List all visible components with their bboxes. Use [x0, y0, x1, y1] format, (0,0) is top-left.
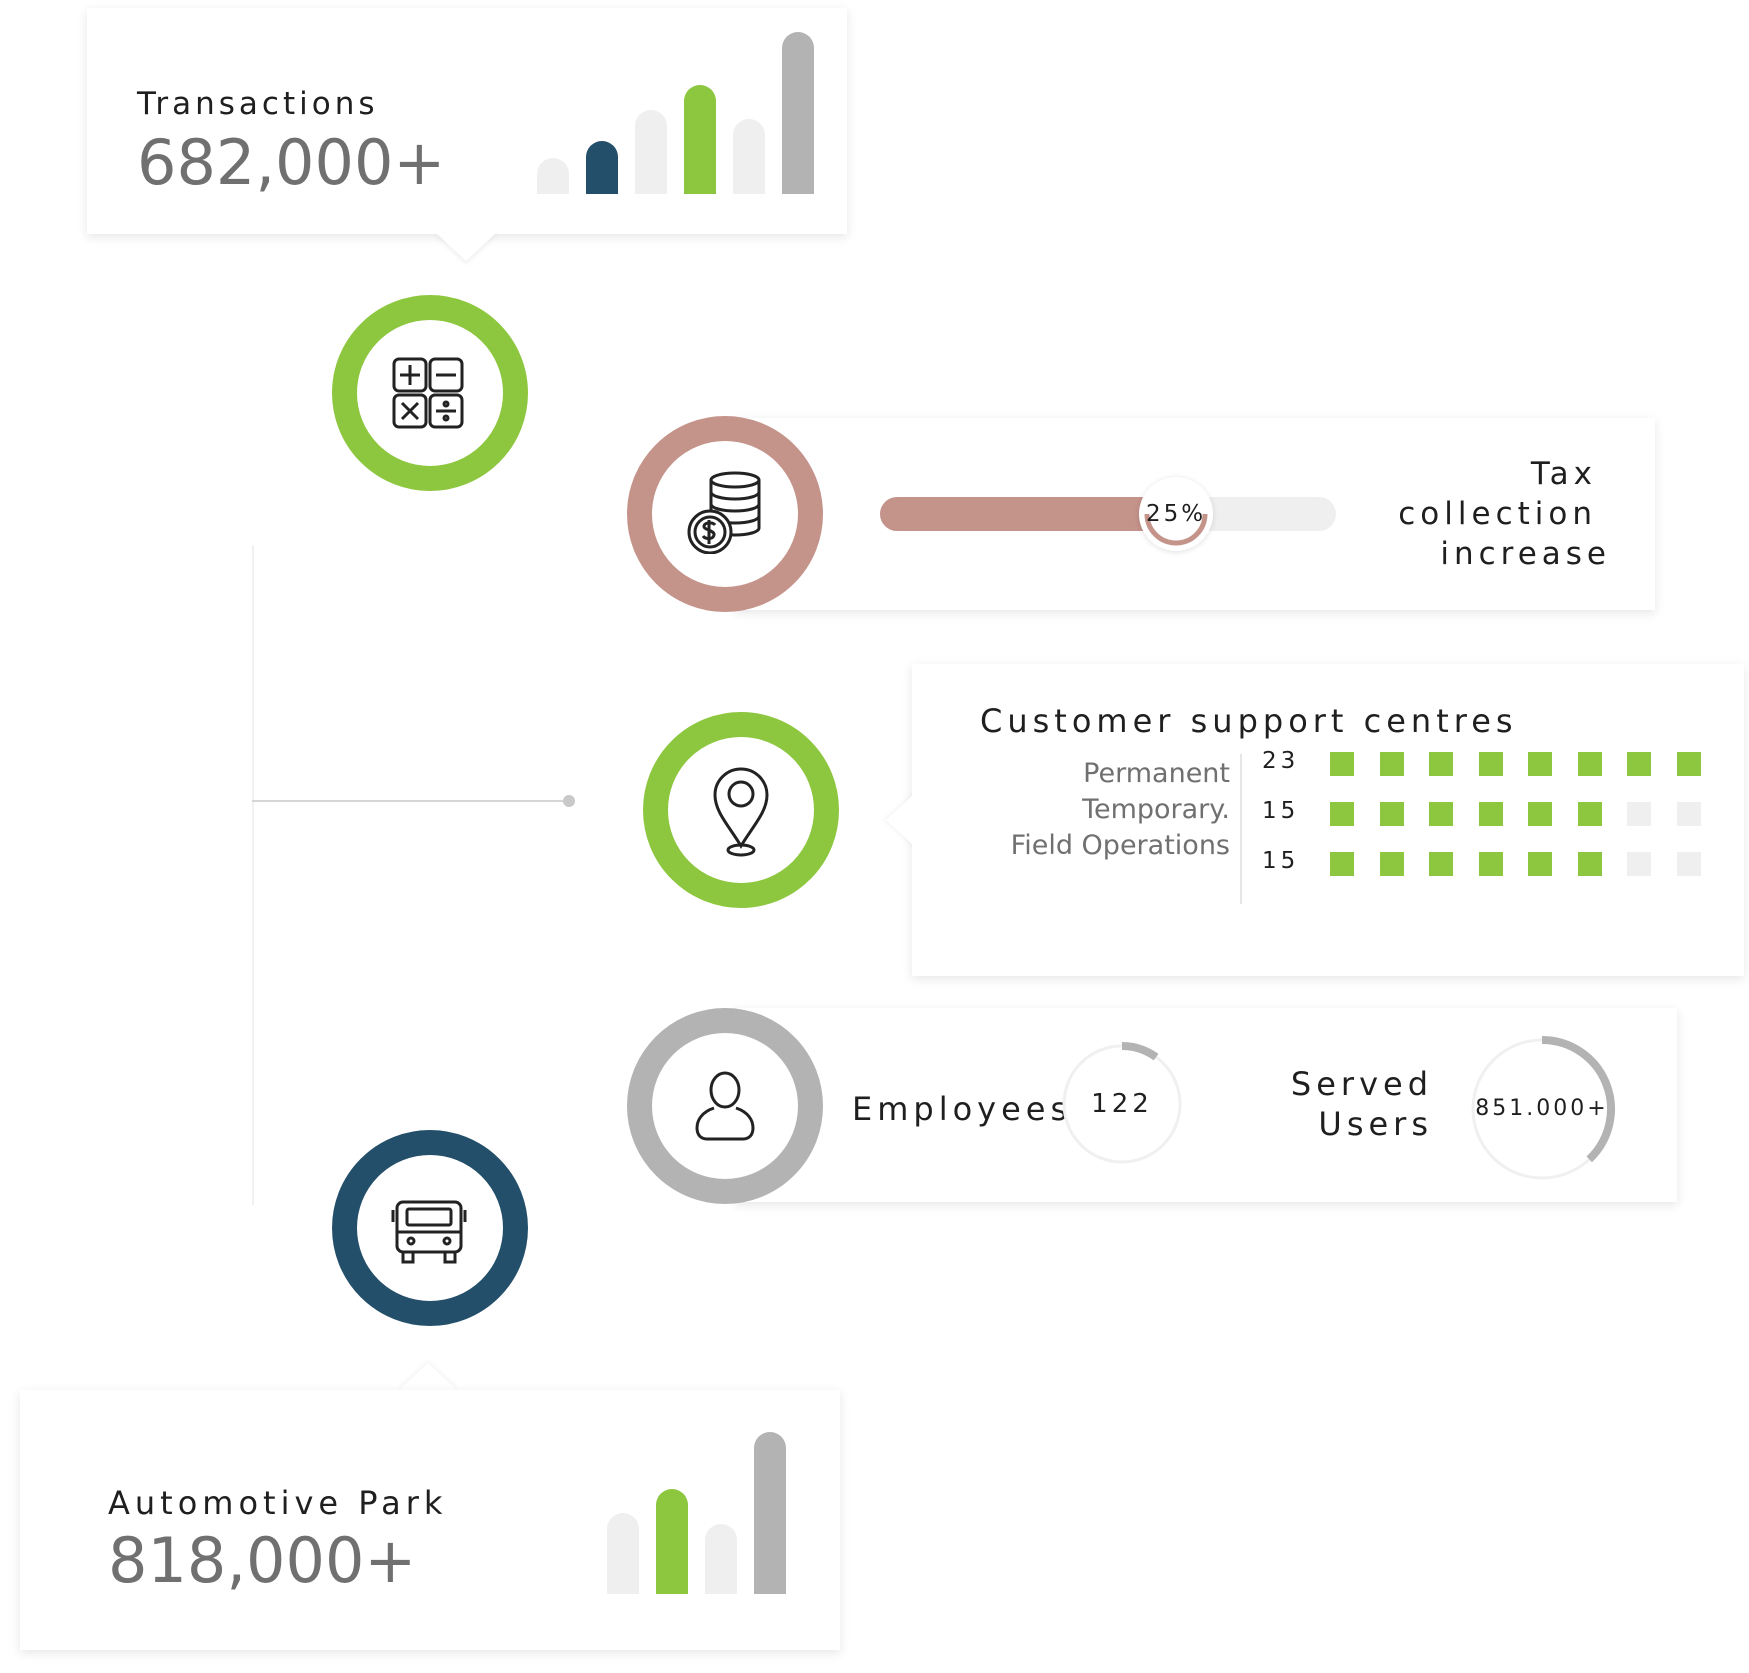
served-users-label-line-1: Served	[1290, 1065, 1433, 1103]
support-card-pointer	[886, 794, 914, 846]
employees-label: Employees	[852, 1090, 1073, 1128]
support-square	[1379, 802, 1404, 826]
support-square	[1528, 752, 1552, 776]
transactions-bar-chart	[537, 32, 817, 194]
support-square	[1478, 802, 1503, 826]
support-square	[1676, 852, 1701, 876]
coins-dollar-icon	[683, 470, 767, 554]
served-users-value: 851.000+	[1475, 1096, 1609, 1121]
support-square	[1478, 852, 1503, 876]
support-title: Customer support centres	[980, 702, 1518, 740]
transactions-label: Transactions	[137, 86, 379, 122]
employees-gauge-ring	[1062, 1042, 1182, 1164]
support-count-3: 15	[1262, 848, 1300, 874]
automotive-label: Automotive Park	[108, 1484, 448, 1522]
support-square	[1379, 852, 1404, 876]
employees-card: Employees 122 Served Users 851.000+	[735, 1008, 1677, 1202]
served-users-label-line-2: Users	[1318, 1105, 1433, 1143]
automotive-bar-4	[754, 1432, 786, 1594]
support-square	[1429, 802, 1453, 826]
support-label-field-operations: Field Operations	[1010, 830, 1230, 861]
support-label-permanent: Permanent	[1083, 758, 1230, 789]
support-square	[1676, 752, 1701, 776]
bus-icon	[391, 1196, 467, 1266]
tax-label-line-2: collection	[1398, 496, 1597, 532]
user-icon	[694, 1070, 756, 1142]
tax-percent-text: 25%	[1145, 501, 1207, 527]
transactions-bar-1	[537, 158, 569, 194]
support-square	[1429, 852, 1453, 876]
tax-label-line-3: increase	[1440, 536, 1611, 572]
transactions-bar-6	[782, 32, 814, 194]
support-divider	[1240, 754, 1242, 904]
employees-value: 122	[1091, 1089, 1153, 1119]
automotive-card-pointer	[398, 1363, 458, 1391]
support-labels: Permanent Temporary. Field Operations	[1011, 756, 1230, 864]
transactions-bar-3	[635, 110, 667, 194]
served-users-label: Served Users	[1271, 1064, 1433, 1144]
support-square	[1627, 802, 1651, 826]
served-users-gauge: 851.000+	[1467, 1034, 1617, 1184]
support-square	[1627, 752, 1651, 776]
calculator-icon	[390, 355, 466, 431]
tax-percent-arc	[1144, 513, 1208, 546]
connector-vertical-line	[252, 545, 254, 1205]
support-count-1: 23	[1262, 748, 1300, 774]
support-counts: 23 15 15	[1262, 748, 1732, 900]
tax-collection-card: 25% Tax collection increase	[735, 418, 1655, 610]
connector-dot	[563, 795, 575, 807]
automotive-bar-3	[705, 1524, 737, 1594]
tax-label-line-1: Tax	[1530, 456, 1597, 492]
automotive-bar-chart	[607, 1432, 807, 1594]
tax-progress-fill	[880, 497, 1176, 531]
support-square	[1528, 802, 1552, 826]
transactions-bar-2	[586, 141, 618, 194]
support-square	[1379, 752, 1404, 776]
tax-percent-bubble: 25%	[1139, 477, 1213, 551]
transactions-card-pointer	[436, 233, 496, 261]
transactions-bar-5	[733, 119, 765, 194]
support-square	[1330, 852, 1354, 876]
support-square	[1429, 752, 1453, 776]
employees-gauge: 122	[1060, 1042, 1184, 1166]
support-square	[1330, 802, 1354, 826]
support-square	[1627, 852, 1651, 876]
automotive-bar-2	[656, 1489, 688, 1594]
automotive-value: 818,000+	[108, 1524, 417, 1597]
served-users-gauge-ring	[1471, 1036, 1615, 1180]
support-square	[1577, 852, 1602, 876]
location-pin-icon	[711, 766, 771, 858]
transactions-bar-4	[684, 85, 716, 194]
support-square	[1478, 752, 1503, 776]
support-square	[1676, 802, 1701, 826]
support-count-2: 15	[1262, 798, 1300, 824]
tax-label: Tax collection increase	[1398, 454, 1611, 574]
support-square	[1577, 752, 1602, 776]
customer-support-card: Customer support centres Permanent Tempo…	[912, 664, 1744, 976]
support-label-temporary: Temporary.	[1082, 794, 1230, 825]
support-square	[1528, 852, 1552, 876]
automotive-bar-1	[607, 1513, 639, 1594]
automotive-park-card: Automotive Park 818,000+	[20, 1390, 840, 1650]
support-square	[1330, 752, 1354, 776]
transactions-value: 682,000+	[137, 126, 446, 199]
connector-horizontal-line	[252, 800, 570, 802]
support-square	[1577, 802, 1602, 826]
transactions-card: Transactions 682,000+	[87, 8, 847, 234]
